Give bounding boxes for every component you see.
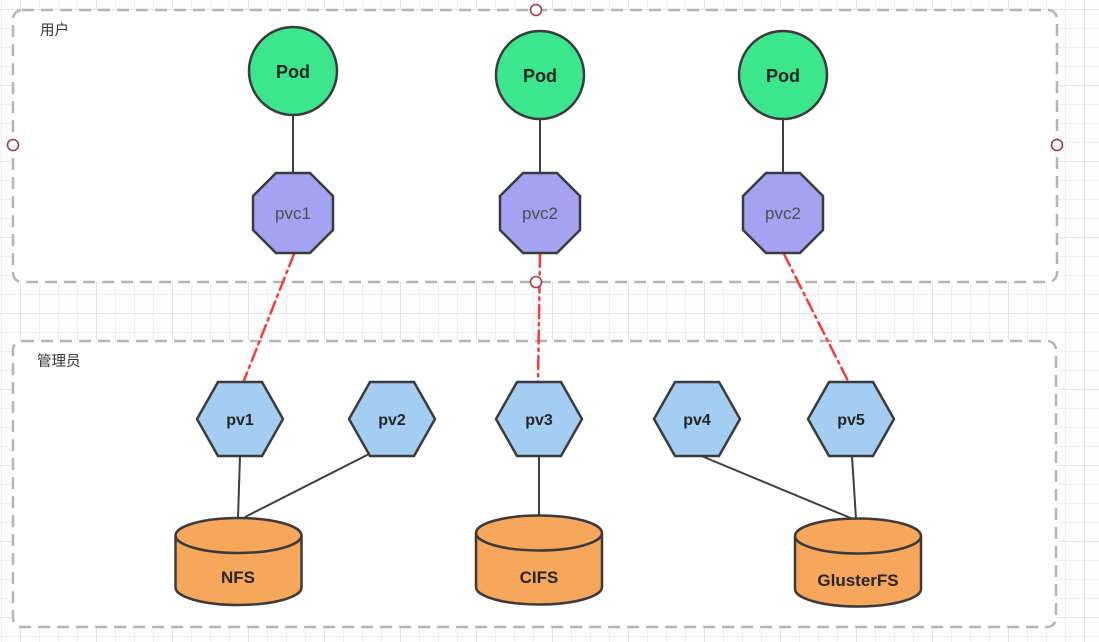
pvc-label: pvc1 bbox=[275, 204, 311, 223]
pod-circle bbox=[494, 29, 586, 121]
group-admin-label: 管理员 bbox=[37, 353, 81, 370]
node-pv-1[interactable]: pv1 bbox=[195, 380, 285, 458]
pvc-label: pvc2 bbox=[522, 204, 558, 223]
cylinder-body bbox=[793, 517, 923, 608]
node-storage-nfs[interactable]: NFS bbox=[174, 516, 303, 607]
pv-hexagon bbox=[652, 380, 742, 458]
cylinder-lid-line bbox=[793, 535, 923, 555]
node-pod-1[interactable]: Pod bbox=[247, 25, 339, 117]
pod-label: Pod bbox=[523, 66, 557, 86]
edge-pv1-nfs[interactable] bbox=[237, 455, 241, 519]
connection-handle-right[interactable] bbox=[1050, 138, 1064, 152]
cylinder-lid-line bbox=[174, 535, 303, 555]
node-pv-5[interactable]: pv5 bbox=[806, 380, 896, 458]
storage-label: CIFS bbox=[520, 568, 559, 587]
pvc-octagon bbox=[498, 171, 582, 255]
node-pv-4[interactable]: pv4 bbox=[652, 380, 742, 458]
pv-hexagon bbox=[195, 380, 285, 458]
pv-label: pv3 bbox=[525, 412, 553, 429]
pvc-octagon bbox=[251, 171, 335, 255]
pv-label: pv2 bbox=[378, 412, 406, 429]
edge-pv4-glusterfs[interactable] bbox=[698, 454, 854, 520]
node-pvc-1[interactable]: pvc1 bbox=[251, 171, 335, 255]
pod-circle bbox=[737, 29, 829, 121]
node-pod-2[interactable]: Pod bbox=[494, 29, 586, 121]
node-storage-cifs[interactable]: CIFS bbox=[474, 514, 604, 606]
cylinder-body bbox=[174, 516, 303, 607]
pv-label: pv5 bbox=[837, 412, 865, 429]
node-pvc-2[interactable]: pvc2 bbox=[498, 171, 582, 255]
pod-label: Pod bbox=[276, 62, 310, 82]
pvc-label: pvc2 bbox=[765, 204, 801, 223]
node-pod-3[interactable]: Pod bbox=[737, 29, 829, 121]
connection-handle-left[interactable] bbox=[6, 138, 20, 152]
node-pv-3[interactable]: pv3 bbox=[494, 380, 584, 458]
node-pv-2[interactable]: pv2 bbox=[347, 380, 437, 458]
pv-label: pv4 bbox=[683, 412, 711, 429]
group-user-label: 用户 bbox=[40, 22, 69, 39]
pod-label: Pod bbox=[766, 66, 800, 86]
pod-circle bbox=[247, 25, 339, 117]
storage-label: NFS bbox=[221, 568, 255, 587]
connection-handle-middle[interactable] bbox=[529, 275, 543, 289]
pvc-octagon bbox=[741, 171, 825, 255]
pv-hexagon bbox=[806, 380, 896, 458]
pv-hexagon bbox=[494, 380, 584, 458]
node-storage-glusterfs[interactable]: GlusterFS bbox=[793, 517, 923, 608]
connection-handle-top[interactable] bbox=[529, 3, 543, 17]
edge-pvc2-pv3[interactable] bbox=[536, 252, 542, 385]
edge-pv2-nfs[interactable] bbox=[244, 451, 374, 518]
pv-hexagon bbox=[347, 380, 437, 458]
storage-label: GlusterFS bbox=[817, 571, 898, 590]
node-pvc-3[interactable]: pvc2 bbox=[741, 171, 825, 255]
edge-pv5-glusterfs[interactable] bbox=[851, 455, 857, 520]
pv-label: pv1 bbox=[226, 412, 254, 429]
edge-pvc3-pv5[interactable] bbox=[782, 252, 851, 385]
cylinder-lid-line bbox=[474, 532, 604, 552]
edge-pvc1-pv1[interactable] bbox=[241, 252, 296, 385]
cylinder-body bbox=[474, 514, 604, 606]
